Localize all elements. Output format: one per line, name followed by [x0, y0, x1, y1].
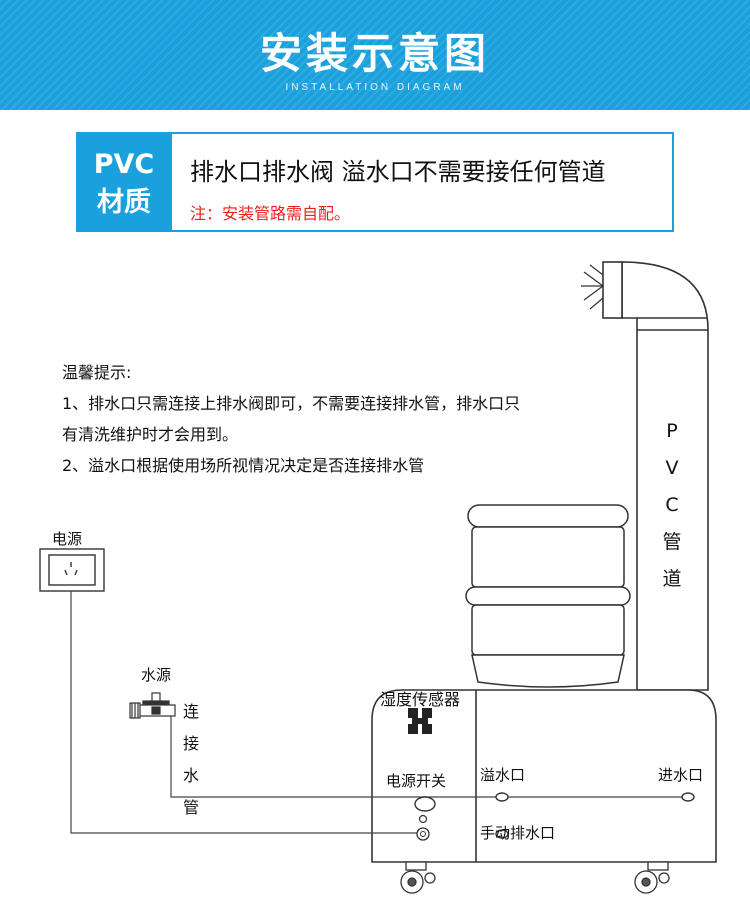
tips-title: 温馨提示: — [62, 363, 132, 382]
header-banner: 安装示意图 INSTALLATION DIAGRAM — [0, 0, 750, 110]
hose-label: 连 接 水 管 — [182, 702, 199, 817]
water-bottle — [465, 504, 631, 688]
power-label: 电源 — [52, 530, 83, 548]
inlet-port — [681, 792, 695, 802]
tips-line-1: 1、排水口只需连接上排水阀即可，不需要连接排水管，排水口只 — [62, 394, 521, 413]
tips-block: 温馨提示: 1、排水口只需连接上排水阀即可，不需要连接排水管，排水口只 有清洗维… — [62, 357, 520, 481]
humidity-sensor-icon — [408, 708, 432, 734]
humidifier-body — [371, 689, 717, 863]
humidity-sensor-label: 湿度传感器 — [380, 690, 461, 709]
water-source-label: 水源 — [141, 666, 172, 684]
info-note-text: 注：安装管路需自配。 — [190, 204, 351, 223]
water-valve-icon — [129, 692, 176, 719]
page-title: 安装示意图 — [259, 29, 490, 78]
power-cord-line — [70, 591, 418, 834]
water-hose-line — [170, 716, 688, 798]
page-subtitle: INSTALLATION DIAGRAM — [285, 82, 465, 93]
socket-holes — [64, 562, 78, 576]
tips-line-3: 2、溢水口根据使用场所视情况决定是否连接排水管 — [62, 456, 425, 475]
pvc-pipe — [602, 261, 709, 691]
tips-line-2: 有清洗维护时才会用到。 — [62, 425, 239, 444]
caster-wheels — [400, 861, 670, 894]
airflow-arrows-icon — [581, 264, 604, 310]
drain-label: 手动排水口 — [480, 824, 556, 842]
overflow-label: 溢水口 — [480, 766, 526, 784]
indicator-light — [418, 814, 428, 824]
info-main-text: 排水口排水阀 溢水口不需要接任何管道 — [190, 158, 606, 186]
power-socket-icon — [39, 548, 105, 592]
power-switch-label: 电源开关 — [386, 772, 447, 790]
drain-port — [495, 829, 509, 839]
inlet-label: 进水口 — [658, 766, 704, 784]
badge-line-2: 材质 — [97, 187, 151, 218]
pvc-pipe-label: P V C 管 道 — [662, 420, 682, 590]
badge-line-1: PVC — [93, 149, 155, 180]
pvc-material-badge: PVC 材质 — [76, 132, 172, 232]
power-switch-button — [414, 796, 436, 812]
overflow-port — [495, 792, 509, 802]
